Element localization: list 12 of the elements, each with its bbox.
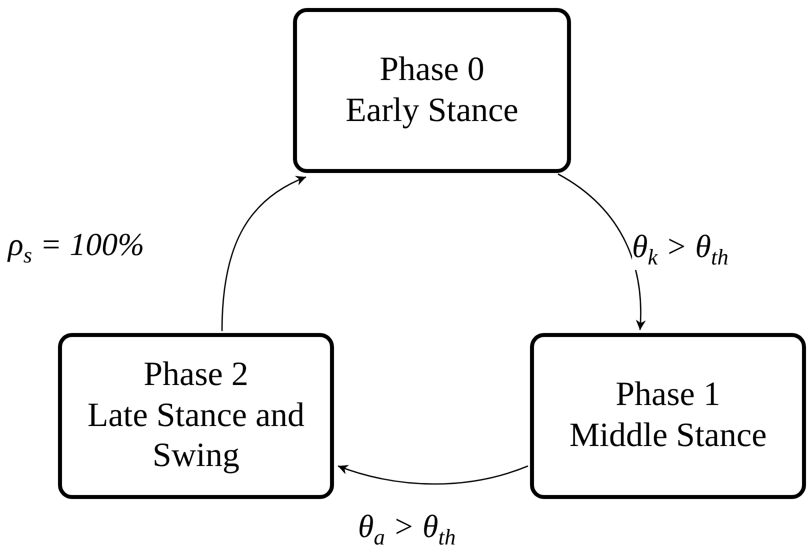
phase-box — [58, 333, 334, 499]
phase-description: Late Stance and Swing — [86, 396, 306, 476]
phase-title: Phase 2 — [144, 354, 248, 395]
phase-box — [293, 8, 571, 173]
phase-title: Phase 0 — [380, 50, 484, 90]
phase-box — [530, 333, 806, 499]
phase-description: Middle Stance — [569, 416, 767, 456]
curved-arrow — [221, 176, 306, 332]
phase-title: Phase 1 — [616, 375, 720, 416]
curved-arrow — [558, 173, 646, 330]
phase-description: Early Stance — [346, 90, 518, 130]
curved-arrow — [338, 464, 528, 485]
